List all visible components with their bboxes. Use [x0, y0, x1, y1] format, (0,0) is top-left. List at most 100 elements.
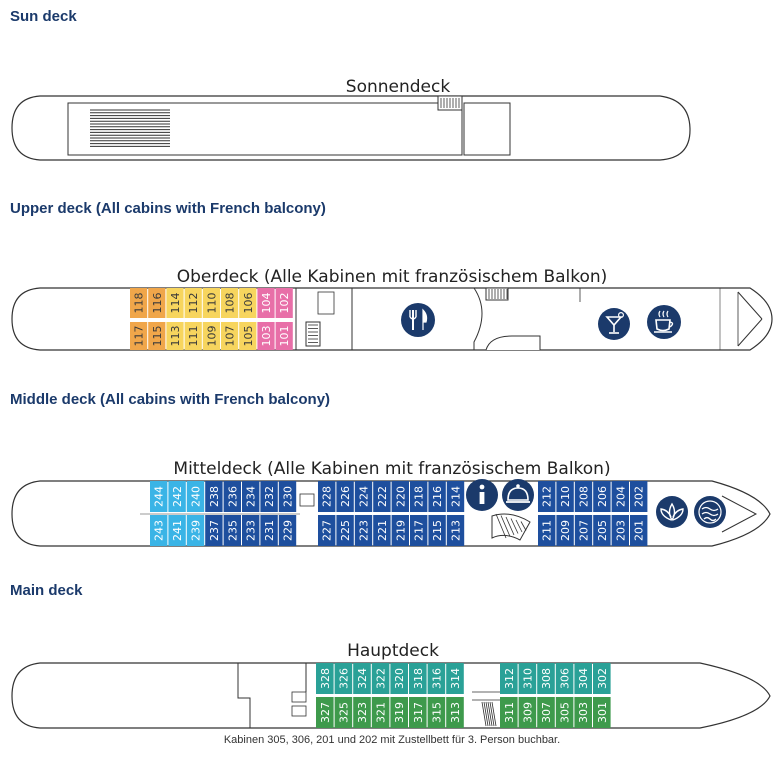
cabin-number: 243 — [153, 520, 166, 541]
cabin-207[interactable] — [574, 515, 593, 546]
cabin-309[interactable] — [518, 697, 537, 728]
cabin-224[interactable] — [354, 481, 373, 512]
cabin-107[interactable] — [221, 322, 239, 350]
cabin-319[interactable] — [390, 697, 408, 728]
cabin-303[interactable] — [574, 697, 592, 728]
cabin-203[interactable] — [611, 515, 629, 546]
cabin-106[interactable] — [239, 288, 257, 318]
cabin-328[interactable] — [316, 663, 334, 694]
cabin-211[interactable] — [538, 515, 556, 546]
cabin-105[interactable] — [239, 322, 257, 350]
cabin-314[interactable] — [446, 663, 464, 694]
cabin-number: 322 — [375, 668, 388, 689]
cabin-302[interactable] — [593, 663, 611, 694]
cabin-number: 326 — [337, 668, 350, 689]
cabin-101[interactable] — [275, 322, 293, 350]
cabin-323[interactable] — [353, 697, 371, 728]
cabin-205[interactable] — [593, 515, 611, 546]
cabin-104[interactable] — [257, 288, 275, 318]
cabin-324[interactable] — [353, 663, 371, 694]
cabin-311[interactable] — [500, 697, 518, 728]
cabin-201[interactable] — [630, 515, 648, 546]
cabin-233[interactable] — [242, 515, 260, 546]
cabin-228[interactable] — [318, 481, 336, 512]
main-deck-heading: Main deck — [10, 582, 83, 599]
cabin-103[interactable] — [257, 322, 275, 350]
cabin-320[interactable] — [390, 663, 408, 694]
cabin-308[interactable] — [537, 663, 555, 694]
cabin-230[interactable] — [278, 481, 297, 512]
cabin-213[interactable] — [446, 515, 465, 546]
cabin-242[interactable] — [168, 481, 186, 512]
cabin-240[interactable] — [186, 481, 205, 512]
upper-stairs-aft — [305, 321, 321, 347]
cabin-223[interactable] — [354, 515, 373, 546]
cabin-217[interactable] — [410, 515, 428, 546]
cabin-115[interactable] — [148, 322, 166, 350]
cabin-117[interactable] — [130, 322, 148, 350]
cabin-number: 320 — [393, 668, 406, 689]
cabin-304[interactable] — [574, 663, 592, 694]
cabin-310[interactable] — [518, 663, 537, 694]
cabin-218[interactable] — [410, 481, 428, 512]
cabin-316[interactable] — [427, 663, 446, 694]
cabin-109[interactable] — [202, 322, 220, 350]
cabin-315[interactable] — [427, 697, 446, 728]
cabin-313[interactable] — [446, 697, 464, 728]
cabin-202[interactable] — [630, 481, 648, 512]
cabin-216[interactable] — [428, 481, 446, 512]
cabin-215[interactable] — [428, 515, 446, 546]
cabin-243[interactable] — [150, 515, 168, 546]
cabin-220[interactable] — [391, 481, 409, 512]
cabin-306[interactable] — [555, 663, 574, 694]
cabin-227[interactable] — [318, 515, 336, 546]
cabin-212[interactable] — [538, 481, 556, 512]
cabin-241[interactable] — [168, 515, 186, 546]
cabin-321[interactable] — [371, 697, 390, 728]
restaurant-icon — [401, 303, 435, 337]
cabin-222[interactable] — [373, 481, 391, 512]
cabin-305[interactable] — [555, 697, 574, 728]
cabin-244[interactable] — [150, 481, 168, 512]
cabin-229[interactable] — [278, 515, 297, 546]
cabin-327[interactable] — [316, 697, 334, 728]
cabin-226[interactable] — [336, 481, 354, 512]
cabin-116[interactable] — [148, 288, 166, 318]
cabin-number: 313 — [449, 702, 462, 723]
cabin-112[interactable] — [184, 288, 202, 318]
cabin-206[interactable] — [593, 481, 611, 512]
cabin-221[interactable] — [373, 515, 391, 546]
cabin-209[interactable] — [556, 515, 574, 546]
cabin-326[interactable] — [334, 663, 353, 694]
cabin-219[interactable] — [391, 515, 409, 546]
cabin-204[interactable] — [611, 481, 629, 512]
cabin-238[interactable] — [205, 481, 223, 512]
spa-lotus-icon — [656, 496, 688, 528]
cabin-322[interactable] — [371, 663, 390, 694]
cabin-232[interactable] — [260, 481, 278, 512]
cabin-102[interactable] — [275, 288, 293, 318]
cabin-325[interactable] — [334, 697, 353, 728]
cabin-number: 109 — [205, 326, 218, 347]
cabin-111[interactable] — [184, 322, 202, 350]
cabin-214[interactable] — [446, 481, 465, 512]
cabin-210[interactable] — [556, 481, 574, 512]
cabin-108[interactable] — [221, 288, 239, 318]
cabin-317[interactable] — [409, 697, 427, 728]
cabin-239[interactable] — [186, 515, 205, 546]
cabin-236[interactable] — [223, 481, 241, 512]
cabin-225[interactable] — [336, 515, 354, 546]
cabin-237[interactable] — [205, 515, 223, 546]
cabin-307[interactable] — [537, 697, 555, 728]
cabin-208[interactable] — [574, 481, 593, 512]
cabin-231[interactable] — [260, 515, 278, 546]
cabin-113[interactable] — [166, 322, 184, 350]
cabin-318[interactable] — [409, 663, 427, 694]
cabin-114[interactable] — [166, 288, 184, 318]
cabin-118[interactable] — [130, 288, 148, 318]
cabin-234[interactable] — [242, 481, 260, 512]
cabin-301[interactable] — [593, 697, 611, 728]
cabin-312[interactable] — [500, 663, 518, 694]
cabin-110[interactable] — [202, 288, 220, 318]
cabin-235[interactable] — [223, 515, 241, 546]
